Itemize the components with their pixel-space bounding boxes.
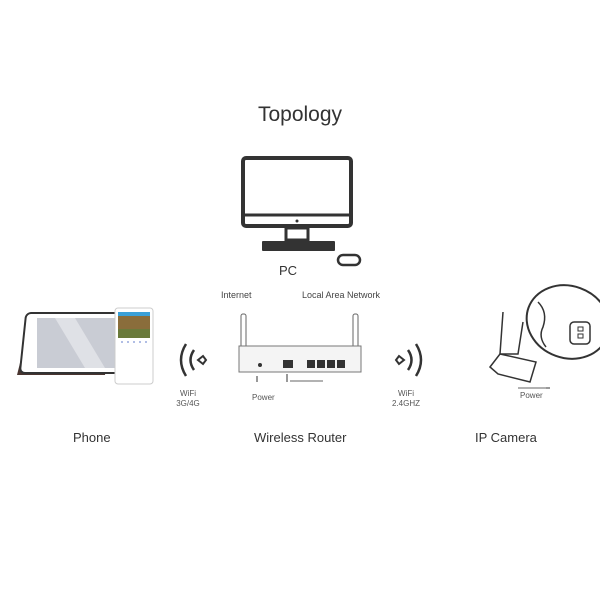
phone-wifi-label: WiFi [180,389,196,398]
internet-label: Internet [221,290,252,300]
diagram-title: Topology [257,103,343,126]
camera-wifi-band: 2.4GHZ [391,399,420,408]
camera-wifi-label: WiFi [398,389,414,398]
ip-camera-icon [488,284,600,389]
wifi-signal-left-icon [179,343,208,377]
pc-label: PC [279,263,298,278]
phone-label: Phone [73,430,111,445]
tablet-and-phone-icon [17,307,154,385]
wireless-router-icon [238,313,362,382]
router-label: Wireless Router [254,430,347,445]
wifi-signal-right-icon [394,343,423,377]
camera-label: IP Camera [475,430,537,445]
camera-power-label: Power [520,391,543,400]
lan-label: Local Area Network [302,290,381,300]
phone-wifi-band: 3G/4G [176,399,200,408]
router-power-label: Power [252,393,275,402]
pc-monitor-icon [241,156,362,267]
